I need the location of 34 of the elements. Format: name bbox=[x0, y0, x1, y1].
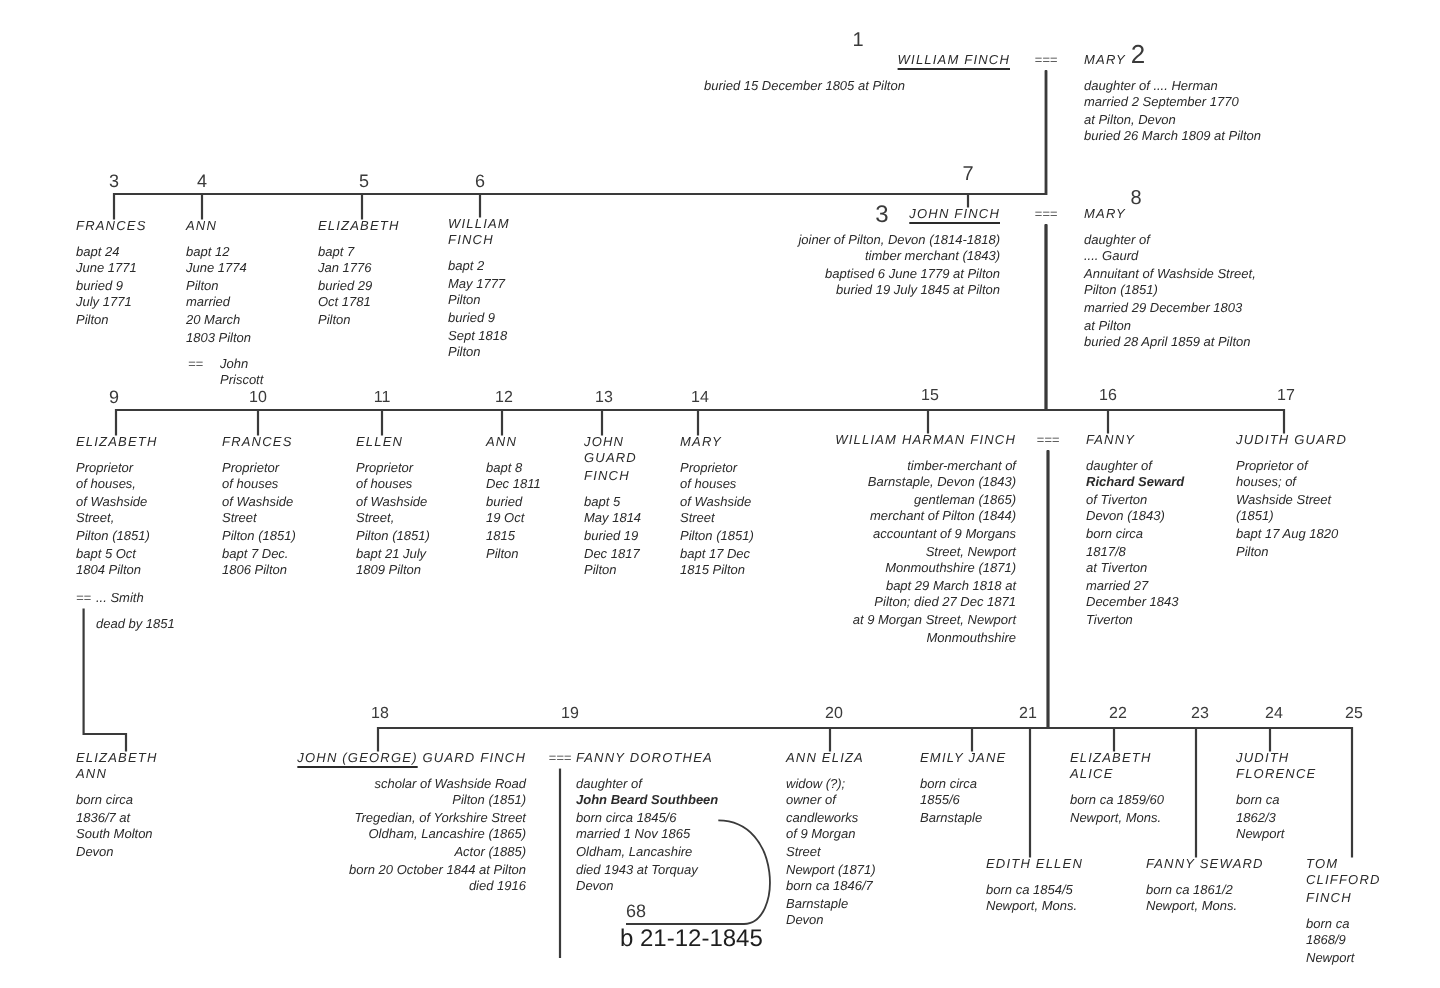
reference-number: 11 bbox=[373, 390, 391, 406]
handwritten-note: 68 bbox=[626, 902, 646, 920]
reference-number: 25 bbox=[1345, 706, 1363, 722]
family-line bbox=[558, 768, 562, 958]
reference-number: 16 bbox=[1099, 388, 1117, 404]
family-line bbox=[1046, 450, 1354, 858]
reference-number: 17 bbox=[1277, 388, 1295, 404]
reference-number: 23 bbox=[1191, 706, 1209, 722]
family-line bbox=[1044, 224, 1286, 434]
reference-number: 18 bbox=[371, 706, 389, 722]
reference-number: 24 bbox=[1265, 706, 1283, 722]
reference-number: 7 bbox=[962, 166, 974, 186]
reference-number: 22 bbox=[1109, 706, 1127, 722]
reference-number: 6 bbox=[475, 173, 485, 191]
reference-number: 2 bbox=[1130, 41, 1146, 67]
reference-number: 14 bbox=[691, 390, 709, 406]
reference-number: 20 bbox=[825, 706, 843, 722]
reference-number: 4 bbox=[197, 173, 207, 191]
family-line bbox=[82, 608, 128, 752]
handwritten-date: b 21-12-1845 bbox=[620, 924, 763, 952]
reference-number: 19 bbox=[561, 706, 579, 722]
reference-number: 3 bbox=[875, 202, 889, 226]
reference-number: 10 bbox=[249, 390, 267, 406]
reference-number: 12 bbox=[495, 390, 513, 406]
reference-number: 5 bbox=[359, 173, 369, 191]
family-line bbox=[966, 70, 1048, 208]
reference-number: 1 bbox=[852, 32, 864, 52]
reference-number: 9 bbox=[109, 389, 119, 407]
reference-number: 13 bbox=[595, 390, 613, 406]
reference-number: 8 bbox=[1130, 190, 1142, 210]
reference-number: 15 bbox=[921, 388, 939, 404]
reference-number: 3 bbox=[109, 173, 119, 191]
reference-number: 21 bbox=[1019, 706, 1037, 722]
leader-line bbox=[625, 819, 771, 925]
